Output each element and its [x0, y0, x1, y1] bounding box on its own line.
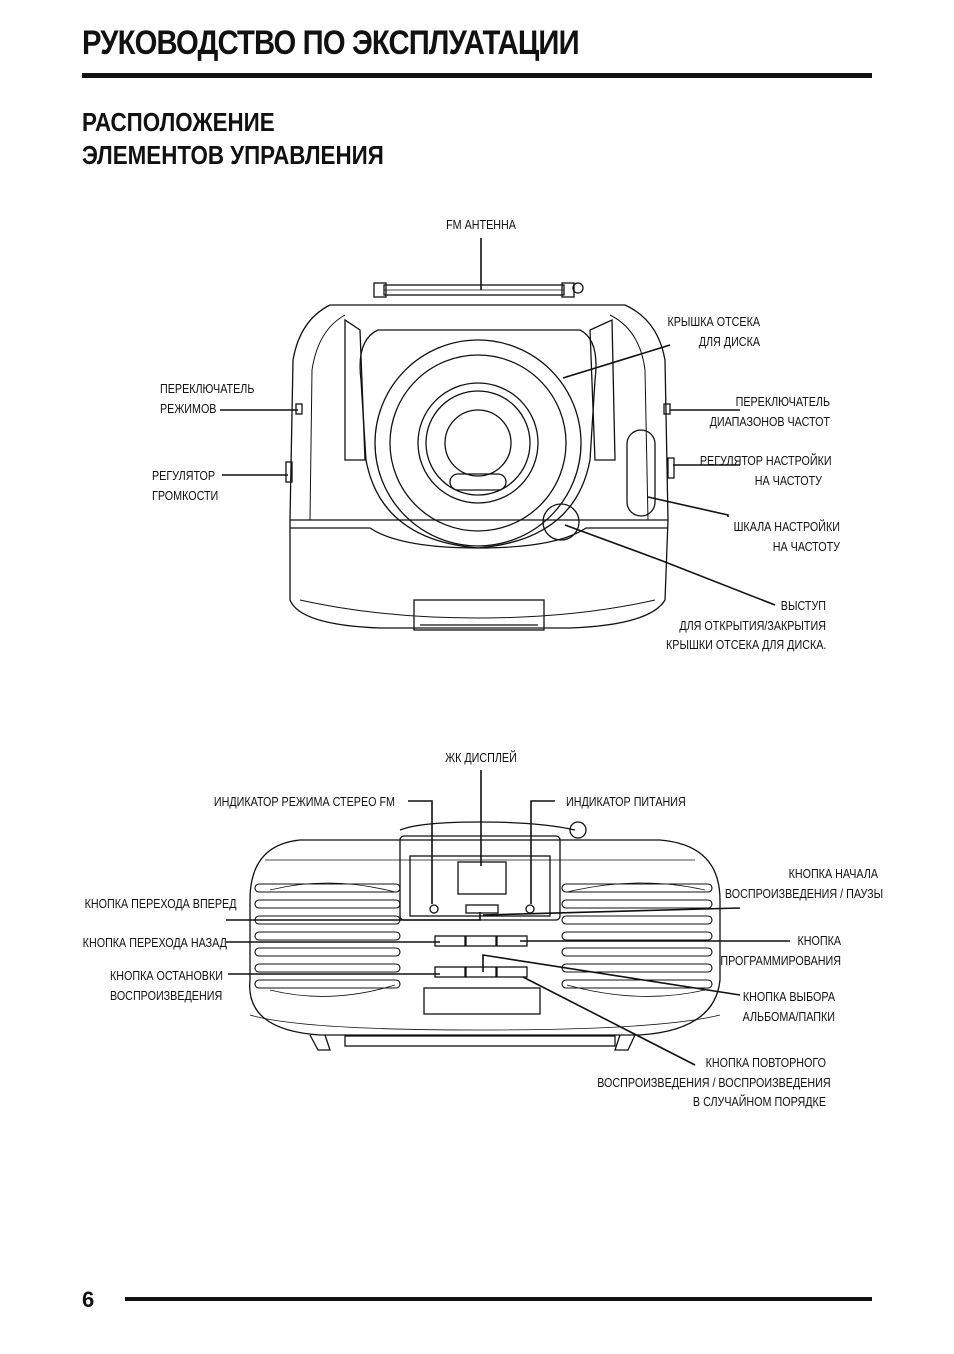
label-tuning-knob-line-2: НА ЧАСТОТУ	[754, 473, 822, 488]
section-heading-line-1: РАСПОЛОЖЕНИЕ	[82, 107, 275, 137]
label-cd-lid-line-2: ДЛЯ ДИСКА	[698, 334, 760, 349]
label-tuning-knob: РЕГУЛЯТОР НАСТРОЙКИ НА ЧАСТОТУ	[699, 452, 832, 491]
label-volume-line-1: РЕГУЛЯТОР	[152, 469, 216, 483]
label-repeat-line-2: ВОСПРОИЗВЕДЕНИЯ / ВОСПРОИЗВЕДЕНИЯ	[597, 1075, 831, 1090]
title-rule	[82, 73, 872, 78]
label-album-line-1: КНОПКА ВЫБОРА	[742, 990, 835, 1004]
label-tuning-scale-line-2: НА ЧАСТОТУ	[772, 539, 840, 554]
label-band-switch-line-2: ДИАПАЗОНОВ ЧАСТОТ	[709, 414, 830, 429]
top-view-leader-lines	[220, 238, 776, 606]
label-lcd: ЖК ДИСПЛЕЙ	[445, 751, 517, 765]
label-repeat-line-1: КНОПКА ПОВТОРНОГО	[705, 1056, 826, 1070]
label-mode-switch: ПЕРЕКЛЮЧАТЕЛЬ РЕЖИМОВ	[160, 380, 254, 419]
label-skip-forward: КНОПКА ПЕРЕХОДА ВПЕРЕД	[84, 897, 237, 911]
label-album: КНОПКА ВЫБОРА АЛЬБОМА/ПАПКИ	[719, 988, 835, 1027]
label-play-pause-line-2: ВОСПРОИЗВЕДЕНИЯ / ПАУЗЫ	[724, 886, 884, 901]
page-title: РУКОВОДСТВО ПО ЭКСПЛУАТАЦИИ	[82, 24, 580, 62]
label-power-indicator: ИНДИКАТОР ПИТАНИЯ	[566, 795, 686, 809]
label-skip-back: КНОПКА ПЕРЕХОДА НАЗАД	[82, 936, 227, 950]
section-heading: РАСПОЛОЖЕНИЕ ЭЛЕМЕНТОВ УПРАВЛЕНИЯ	[82, 106, 384, 172]
front-view-leader-lines	[226, 770, 790, 1066]
label-play-pause: КНОПКА НАЧАЛА ВОСПРОИЗВЕДЕНИЯ / ПАУЗЫ	[724, 865, 884, 904]
top-view-device	[285, 282, 675, 631]
front-view-device	[249, 821, 721, 1051]
label-lid-tab-line-2: ДЛЯ ОТКРЫТИЯ/ЗАКРЫТИЯ	[679, 618, 826, 633]
label-program-line-1: КНОПКА	[797, 934, 841, 948]
label-tuning-knob-line-1: РЕГУЛЯТОР НАСТРОЙКИ	[699, 454, 832, 468]
label-mode-switch-line-1: ПЕРЕКЛЮЧАТЕЛЬ	[160, 382, 255, 396]
label-stop: КНОПКА ОСТАНОВКИ ВОСПРОИЗВЕДЕНИЯ	[110, 967, 223, 1006]
label-repeat: КНОПКА ПОВТОРНОГО ВОСПРОИЗВЕДЕНИЯ / ВОСП…	[597, 1054, 831, 1113]
label-band-switch-line-1: ПЕРЕКЛЮЧАТЕЛЬ	[735, 395, 830, 409]
label-stereo-indicator: ИНДИКАТОР РЕЖИМА СТЕРЕО FM	[213, 795, 395, 809]
label-repeat-line-3: В СЛУЧАЙНОМ ПОРЯДКЕ	[692, 1095, 826, 1109]
section-heading-line-2: ЭЛЕМЕНТОВ УПРАВЛЕНИЯ	[82, 140, 384, 170]
page-number: 6	[82, 1287, 95, 1312]
label-lid-tab-line-3: КРЫШКИ ОТСЕКА ДЛЯ ДИСКА.	[666, 638, 827, 652]
label-cd-lid-line-1: КРЫШКА ОТСЕКА	[667, 315, 760, 329]
label-lid-tab-line-1: ВЫСТУП	[780, 599, 826, 613]
label-stop-line-2: ВОСПРОИЗВЕДЕНИЯ	[110, 988, 223, 1003]
label-tuning-scale: ШКАЛА НАСТРОЙКИ НА ЧАСТОТУ	[720, 518, 840, 557]
footer-rule	[125, 1297, 872, 1301]
label-volume: РЕГУЛЯТОР ГРОМКОСТИ	[152, 467, 218, 506]
label-fm-antenna: FM АНТЕННА	[446, 218, 516, 232]
label-band-switch: ПЕРЕКЛЮЧАТЕЛЬ ДИАПАЗОНОВ ЧАСТОТ	[701, 393, 830, 432]
label-tuning-scale-line-1: ШКАЛА НАСТРОЙКИ	[733, 520, 840, 534]
label-program: КНОПКА ПРОГРАММИРОВАНИЯ	[720, 932, 841, 971]
label-mode-switch-line-2: РЕЖИМОВ	[160, 401, 217, 416]
label-play-pause-line-1: КНОПКА НАЧАЛА	[788, 867, 878, 881]
label-album-line-2: АЛЬБОМА/ПАПКИ	[742, 1009, 835, 1024]
label-cd-lid: КРЫШКА ОТСЕКА ДЛЯ ДИСКА	[657, 313, 760, 352]
label-stop-line-1: КНОПКА ОСТАНОВКИ	[110, 969, 223, 983]
label-program-line-2: ПРОГРАММИРОВАНИЯ	[720, 953, 841, 968]
label-lid-tab: ВЫСТУП ДЛЯ ОТКРЫТИЯ/ЗАКРЫТИЯ КРЫШКИ ОТСЕ…	[666, 597, 826, 656]
label-volume-line-2: ГРОМКОСТИ	[152, 488, 219, 503]
